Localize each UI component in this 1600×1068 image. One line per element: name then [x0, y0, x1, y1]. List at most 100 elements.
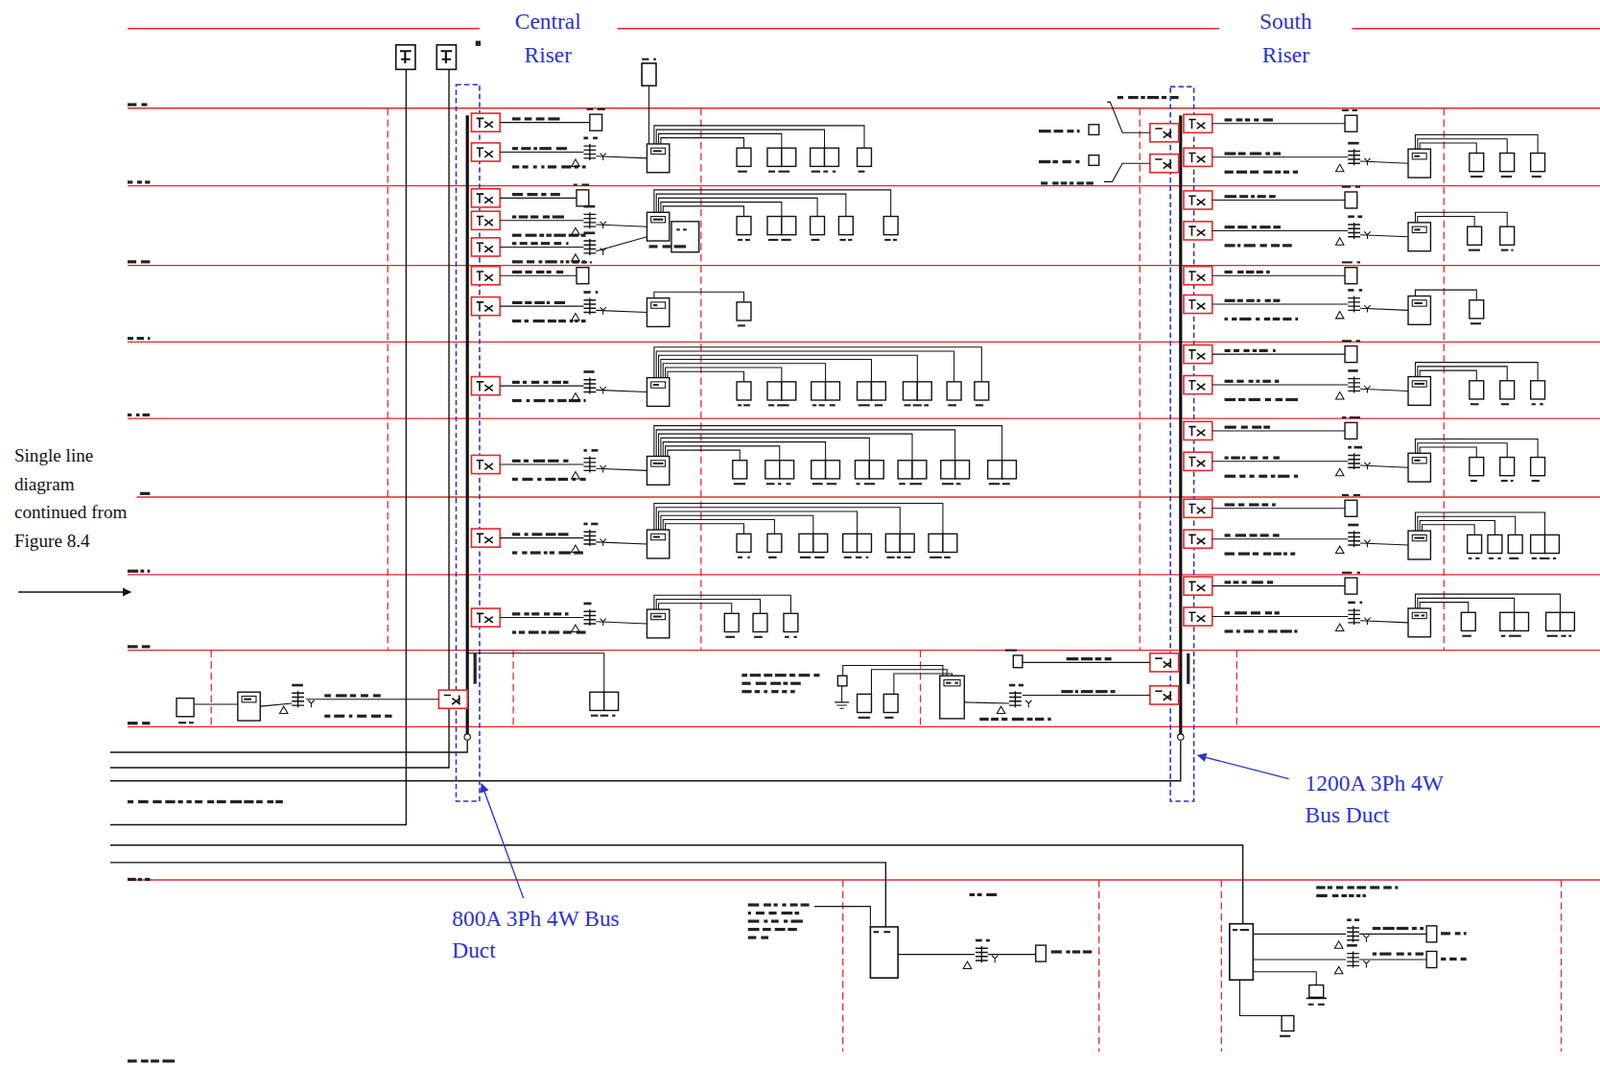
load-symbol [837, 675, 848, 686]
tiny-label [512, 319, 521, 323]
room-divider [919, 650, 921, 728]
transformer-symbol [1347, 222, 1361, 239]
tiny-label [538, 259, 542, 263]
transformer-symbol [1347, 376, 1361, 394]
tiny-label [1249, 456, 1258, 460]
tiny-label [1475, 557, 1480, 560]
panel-symbol [1408, 295, 1431, 325]
tiny-label [1341, 109, 1349, 112]
tiny-label [1263, 552, 1271, 556]
panel-label-box [1411, 611, 1427, 618]
tiny-label [737, 556, 743, 559]
branch-feeder [1212, 275, 1345, 277]
load-symbol [946, 381, 962, 400]
tiny-label [1463, 931, 1467, 935]
tiny-label [776, 403, 789, 406]
tiny-label [1470, 175, 1483, 178]
tiny-label [1262, 502, 1270, 506]
breaker-symbol [1183, 451, 1213, 471]
tiny-label [539, 146, 551, 150]
tiny-label [1421, 613, 1425, 616]
tiny-label [1341, 339, 1352, 342]
panel-branch [1414, 593, 1560, 612]
room-divider [512, 650, 514, 728]
breaker-symbol [470, 297, 500, 316]
load-symbol [767, 147, 782, 166]
delta-symbol [1334, 965, 1343, 973]
tiny-label [541, 192, 546, 196]
tiny-label [1255, 379, 1260, 383]
tiny-label [1560, 635, 1566, 637]
load-symbol [1012, 655, 1023, 668]
tiny-label [777, 482, 782, 485]
branch-feeder [1212, 353, 1345, 355]
tiny-label [1265, 398, 1271, 401]
tiny-label [1272, 349, 1276, 353]
load-symbol [1500, 226, 1515, 245]
tiny-label [1394, 885, 1398, 889]
panel-branch [665, 523, 745, 535]
breaker-contact [1188, 118, 1205, 129]
panel-branch [1414, 362, 1538, 381]
tiny-label [1413, 155, 1420, 158]
load-symbol [799, 533, 814, 552]
tiny-label [127, 413, 132, 417]
tiny-label [893, 238, 897, 241]
tiny-label [138, 877, 142, 881]
load-symbol [843, 533, 858, 552]
breaker-contact [476, 302, 494, 312]
breaker-symbol [470, 113, 500, 132]
tiny-label [1531, 402, 1536, 405]
branch-feeder [499, 305, 584, 307]
tiny-label [913, 403, 922, 406]
load-symbol [1469, 380, 1484, 400]
floor-line [127, 27, 480, 29]
tiny-label [1242, 580, 1248, 584]
tiny-label [1272, 317, 1281, 321]
tiny-label [1383, 885, 1391, 889]
wye-symbol [1363, 934, 1369, 942]
tiny-label [1038, 160, 1051, 164]
panel-branch [667, 371, 745, 382]
tiny-label [533, 319, 545, 323]
tiny-label [1224, 225, 1236, 229]
tiny-label [1308, 1003, 1315, 1006]
tiny-label [904, 556, 912, 559]
tiny-label [1161, 95, 1167, 99]
riser-title: South Riser [1234, 3, 1337, 71]
tiny-label [178, 721, 187, 724]
breaker-contact [476, 460, 494, 471]
tiny-label [1224, 270, 1233, 274]
tiny-label [1413, 613, 1419, 616]
branch-feeder [897, 953, 975, 955]
tiny-label [557, 399, 567, 402]
tiny-label [523, 611, 529, 615]
panel-label-box [1411, 534, 1427, 541]
load-symbol [779, 460, 795, 479]
tiny-label [475, 41, 481, 47]
tiny-label [533, 459, 545, 463]
panel-branch [658, 433, 913, 461]
tiny-label [127, 721, 139, 725]
panel-symbol [646, 609, 669, 638]
load-symbol [1088, 124, 1100, 136]
panel-branch [662, 363, 825, 382]
tiny-label [1279, 1035, 1291, 1037]
load-symbol [1546, 611, 1561, 631]
tiny-label [600, 714, 609, 717]
load-symbol [732, 460, 748, 479]
tiny-label [580, 477, 587, 481]
tiny-label [1224, 552, 1235, 556]
room-divider [1560, 879, 1562, 1052]
load-symbol [838, 216, 853, 236]
tiny-label [1081, 689, 1094, 693]
floor-line [127, 185, 1600, 187]
tiny-label [1250, 194, 1255, 198]
breaker-symbol [470, 608, 500, 627]
tiny-label [523, 459, 529, 463]
tiny-label [256, 800, 263, 803]
tiny-label [747, 556, 751, 559]
tiny-label [1262, 379, 1271, 383]
breaker-symbol [470, 376, 500, 396]
